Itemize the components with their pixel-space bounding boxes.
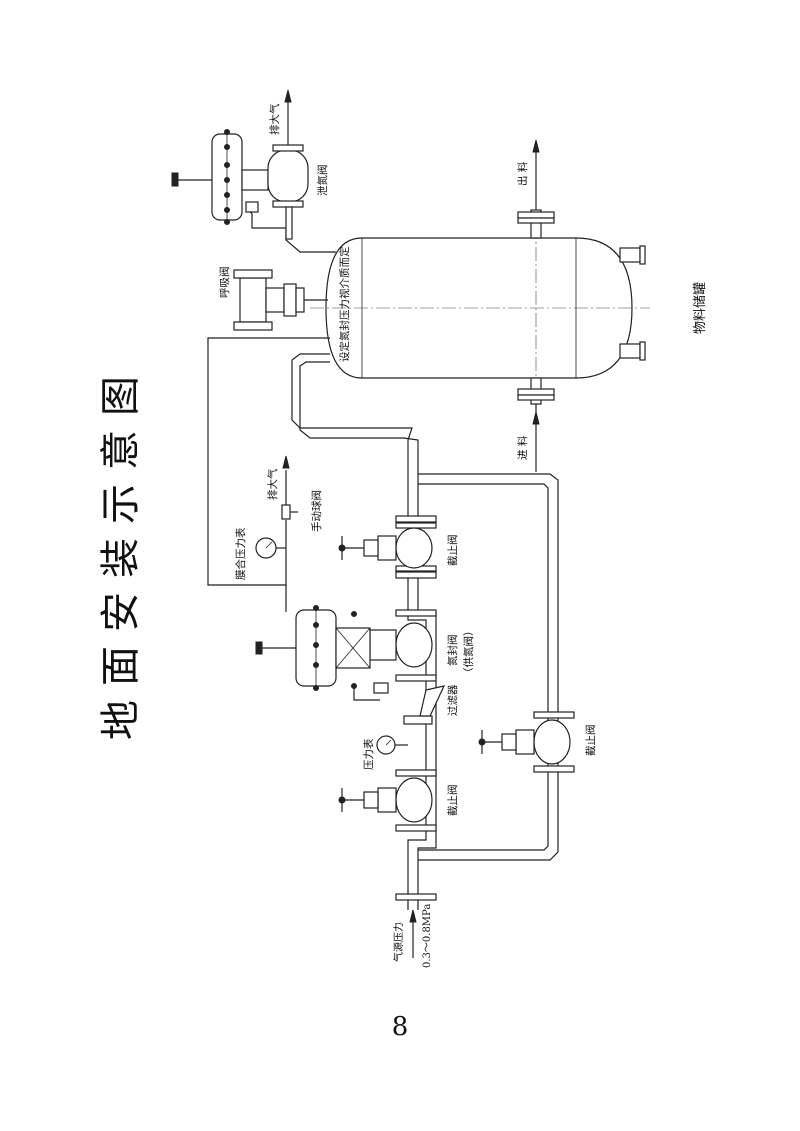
manual-ball-valve-label: 手动球阀 — [310, 490, 323, 532]
stop-valve-lower — [338, 769, 437, 832]
nitrogen-valve-sublabel: （供氮阀） — [462, 626, 475, 679]
inlet-arrow — [532, 404, 540, 472]
tank-label: 物料储罐 — [693, 282, 708, 334]
stop-valve-lower-label: 截止阀 — [446, 785, 459, 817]
breather-valve-label: 呼吸阀 — [218, 267, 231, 299]
exhaust-mid-label: 排大气 — [266, 468, 279, 500]
stop-valve-upper-label: 截止阀 — [446, 535, 459, 567]
stop-valve-upper — [338, 515, 437, 579]
source-pressure-label: 气源压力 — [392, 922, 405, 962]
diaphragm-gauge-label: 膜合压力表 — [234, 527, 247, 580]
vent-valve-assembly — [171, 89, 336, 253]
vent-valve-label: 泄氮阀 — [316, 165, 329, 197]
outlet-arrow — [532, 139, 540, 210]
breather-valve — [233, 269, 328, 331]
diaphragm-gauge — [255, 537, 286, 559]
pressure-gauge — [376, 735, 408, 755]
inlet-label: 进 料 — [516, 435, 529, 460]
filter-label: 过滤器 — [446, 684, 459, 716]
filter — [403, 685, 446, 725]
bypass-pipe — [418, 483, 549, 851]
nitrogen-valve — [255, 605, 437, 701]
stop-valve-bypass-label: 截止阀 — [584, 725, 597, 757]
source-pressure-range: 0.3～0.8MPa — [422, 904, 433, 968]
manual-ball-valve — [281, 455, 298, 520]
exhaust-top-label: 排大气 — [268, 103, 281, 135]
gas-source-inlet — [395, 893, 437, 958]
sensing-line — [207, 337, 330, 612]
outlet-label: 出 料 — [516, 161, 529, 186]
page-number: 8 — [391, 1012, 409, 1042]
tank-note: 设定氮封压力视介质而定 — [338, 246, 351, 362]
main-pipe — [291, 353, 427, 910]
storage-tank — [310, 209, 650, 405]
stop-valve-bypass — [478, 711, 575, 773]
pressure-gauge-label: 压力表 — [362, 738, 375, 770]
diagram-title: 地面安装示意图 — [98, 362, 144, 740]
nitrogen-valve-label: 氮封阀 — [446, 635, 459, 667]
